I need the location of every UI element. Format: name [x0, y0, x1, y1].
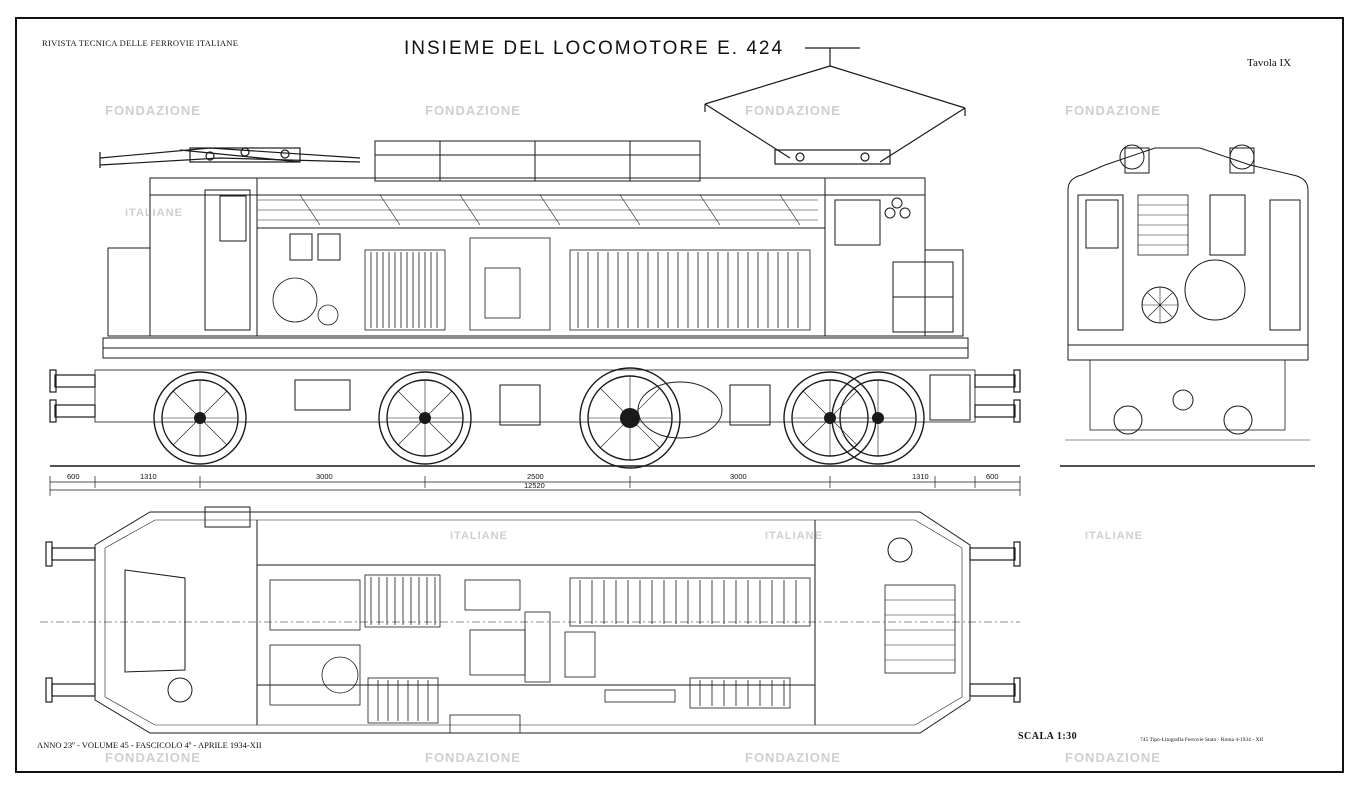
dimension-label: 2500	[527, 472, 544, 481]
dimension-label: 600	[67, 472, 80, 481]
dimension-label: 3000	[316, 472, 333, 481]
sheet-border	[15, 17, 1344, 773]
watermark-text: FONDAZIONE	[425, 750, 521, 765]
dimension-label-total: 12520	[524, 481, 545, 490]
underframe	[94, 337, 976, 423]
drawing-title: INSIEME DEL LOCOMOTORE E. 424	[404, 38, 785, 59]
plan-view	[40, 506, 1021, 734]
watermark-text: FONDAZIONE	[105, 750, 201, 765]
watermark-text: FONDAZIONE	[425, 103, 521, 118]
watermark-text: ITALIANE	[450, 530, 508, 542]
watermark-text: FONDAZIONE	[745, 103, 841, 118]
dimension-label: 1310	[912, 472, 929, 481]
wheelset-side	[50, 367, 1020, 469]
watermark-text: FONDAZIONE	[1065, 750, 1161, 765]
locomotive-body	[107, 177, 964, 337]
pantograph-right	[704, 47, 966, 165]
printer-credit: 745 Tipo-Litografia Ferrovie Stato - Rom…	[1140, 737, 1264, 743]
dimension-label: 1310	[140, 472, 157, 481]
plate-number: Tavola IX	[1247, 57, 1292, 69]
dimension-label: 3000	[730, 472, 747, 481]
roof-hood	[374, 140, 701, 182]
buffers-side	[49, 369, 1021, 423]
watermark-text: FONDAZIONE	[105, 103, 201, 118]
issue-line: ANNO 23º - VOLUME 45 - FASCICOLO 4º - AP…	[37, 740, 262, 750]
dimension-line	[49, 476, 1021, 496]
scale-label: SCALA 1:30	[1018, 731, 1078, 742]
watermark-text: ITALIANE	[765, 530, 823, 542]
journal-name: RIVISTA TECNICA DELLE FERROVIE ITALIANE	[42, 38, 239, 48]
end-view	[1060, 144, 1315, 467]
watermark-text: FONDAZIONE	[1065, 103, 1161, 118]
watermark-text: ITALIANE	[1085, 530, 1143, 542]
watermark-text: FONDAZIONE	[745, 750, 841, 765]
side-elevation	[49, 47, 1021, 496]
watermark-text: ITALIANE	[125, 207, 183, 219]
dimension-label: 600	[986, 472, 999, 481]
pantograph-left	[99, 147, 361, 168]
